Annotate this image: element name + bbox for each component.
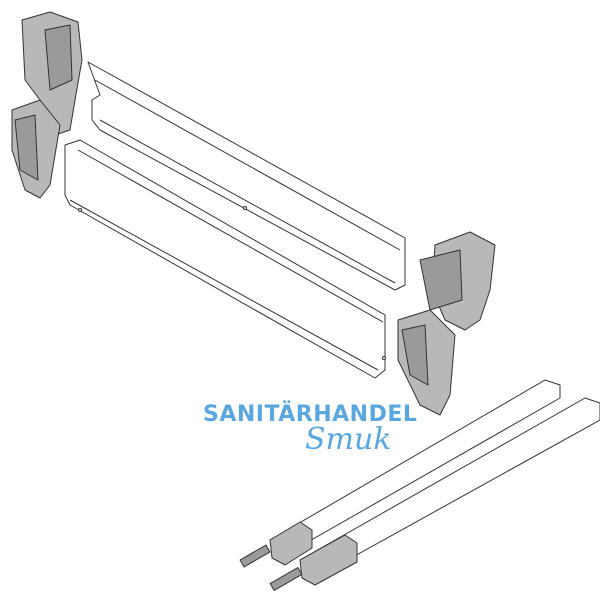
logo-line1: SANITÄRHANDEL: [203, 402, 418, 427]
watermark-logo: SANITÄRHANDEL Smuk: [203, 402, 417, 464]
rail-upper: [239, 379, 561, 568]
left-bracket: [11, 11, 83, 199]
rail-lower: [269, 397, 600, 591]
logo-line2: Smuk: [305, 422, 392, 457]
front-panel: [64, 139, 386, 379]
back-panel: [87, 61, 406, 291]
right-bracket: [397, 231, 496, 416]
